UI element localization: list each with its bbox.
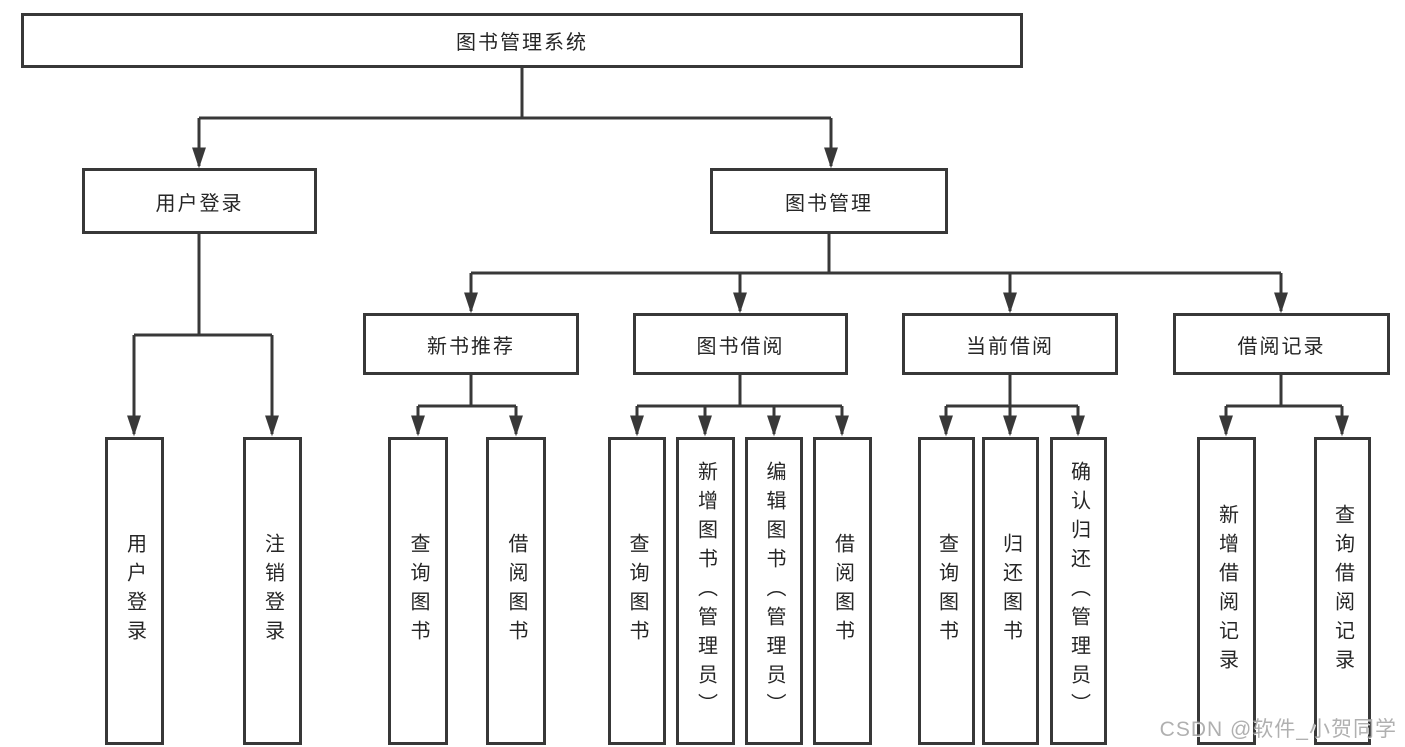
leaf-query-books-borrowing: 查询图书 (608, 437, 666, 745)
leaf-edit-books-admin: 编辑图书（管理员） (745, 437, 803, 745)
node-label: 图书管理系统 (456, 32, 588, 54)
node-label: 注销登录 (261, 533, 284, 649)
leaf-user-login: 用户登录 (105, 437, 164, 745)
leaf-logout: 注销登录 (243, 437, 302, 745)
node-book-management-system: 图书管理系统 (21, 13, 1023, 68)
node-new-book-recommend: 新书推荐 (363, 313, 579, 375)
node-label: 查询图书 (626, 533, 648, 649)
node-label: 借阅图书 (831, 533, 854, 649)
node-label: 图书管理 (785, 192, 873, 215)
node-label: 确认归还（管理员） (1067, 460, 1090, 722)
node-label: 新增借阅记录 (1215, 504, 1238, 678)
leaf-add-borrow-record: 新增借阅记录 (1197, 437, 1256, 745)
node-label: 用户登录 (123, 533, 146, 649)
csdn-watermark: CSDN @软件_小贺同学 (1159, 718, 1397, 741)
leaf-borrow-books-recommend: 借阅图书 (486, 437, 546, 745)
node-user-login: 用户登录 (82, 168, 317, 234)
node-label: 借阅记录 (1237, 335, 1326, 358)
leaf-query-books-current: 查询图书 (918, 437, 975, 745)
leaf-confirm-return-admin: 确认归还（管理员） (1050, 437, 1107, 745)
node-label: 查询图书 (407, 533, 429, 649)
leaf-add-books-admin: 新增图书（管理员） (676, 437, 735, 745)
node-label: 查询借阅记录 (1331, 504, 1354, 678)
node-label: 当前借阅 (966, 335, 1054, 358)
node-book-borrowing: 图书借阅 (633, 313, 848, 375)
node-label: 图书借阅 (696, 335, 785, 358)
node-label: 编辑图书（管理员） (763, 460, 785, 722)
node-label: 新增图书（管理员） (694, 460, 717, 722)
leaf-return-books: 归还图书 (982, 437, 1039, 745)
node-label: 归还图书 (999, 533, 1022, 649)
node-borrowing-records: 借阅记录 (1173, 313, 1390, 375)
node-label: 借阅图书 (505, 533, 527, 649)
leaf-borrow-books: 借阅图书 (813, 437, 872, 745)
node-current-borrowing: 当前借阅 (902, 313, 1118, 375)
node-label: 新书推荐 (427, 335, 515, 358)
leaf-query-borrow-record: 查询借阅记录 (1314, 437, 1371, 745)
leaf-query-books-recommend: 查询图书 (388, 437, 448, 745)
node-label: 用户登录 (155, 192, 244, 215)
node-label: 查询图书 (935, 533, 958, 649)
node-book-management: 图书管理 (710, 168, 948, 234)
